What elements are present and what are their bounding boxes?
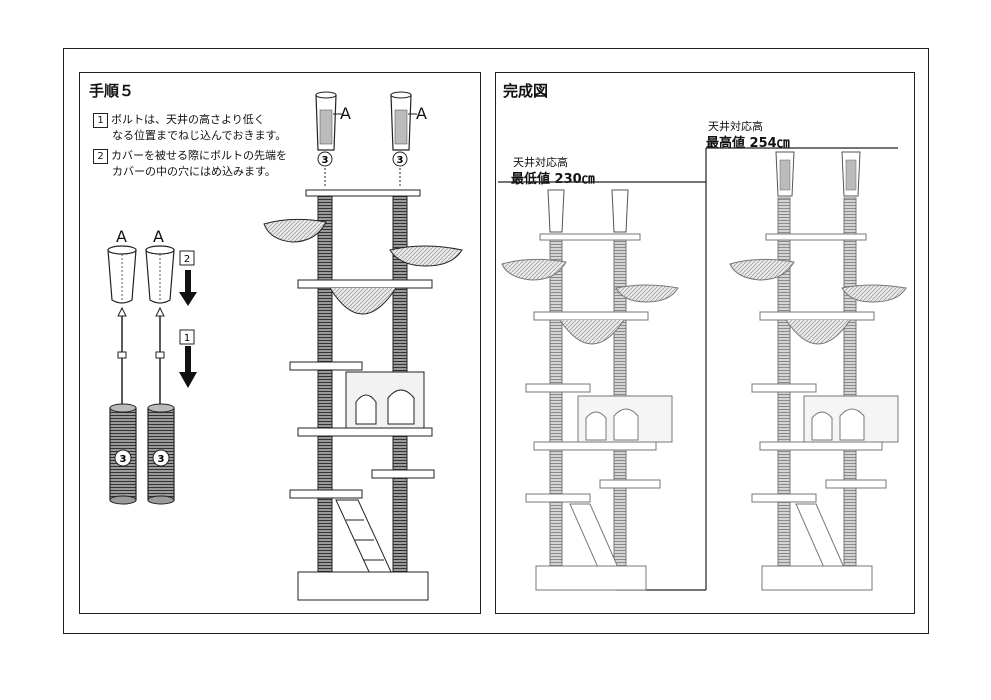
max-height-value: 最高値 254㎝: [706, 136, 790, 151]
instruction-line: なる位置までねじ込んでおきます。: [112, 128, 287, 142]
part-number: 3: [120, 454, 127, 465]
part-label-a: A: [416, 104, 427, 123]
instruction-line: ボルトは、天井の高さより低く: [111, 113, 265, 126]
completed-tower-max: [706, 147, 907, 591]
completed-tower-min: [498, 148, 707, 591]
instruction-line: カバーを被せる際にボルトの先端を: [111, 149, 287, 162]
step-title: 手順５: [89, 82, 135, 100]
arrow-step-number: 1: [184, 333, 190, 344]
part-label-a: A: [153, 227, 164, 246]
arrow-step-number: 2: [184, 254, 190, 265]
part-number: 3: [397, 155, 404, 166]
exploded-parts: [107, 245, 197, 505]
completed-title: 完成図: [503, 82, 549, 100]
min-height-value: 最低値 230㎝: [511, 172, 595, 187]
part-number: 3: [322, 155, 329, 166]
part-label-a: A: [116, 227, 127, 246]
completed-panel: [495, 72, 915, 614]
step-panel: [79, 72, 481, 614]
part-label-a: A: [340, 104, 351, 123]
cat-tower-assembly: [263, 91, 463, 601]
max-height-caption: 天井対応高: [708, 120, 763, 133]
instruction-line: カバーの中の穴にはめ込みます。: [112, 164, 276, 178]
part-number: 3: [158, 454, 165, 465]
min-height-caption: 天井対応高: [513, 156, 568, 169]
diagram-frame: [63, 48, 929, 634]
